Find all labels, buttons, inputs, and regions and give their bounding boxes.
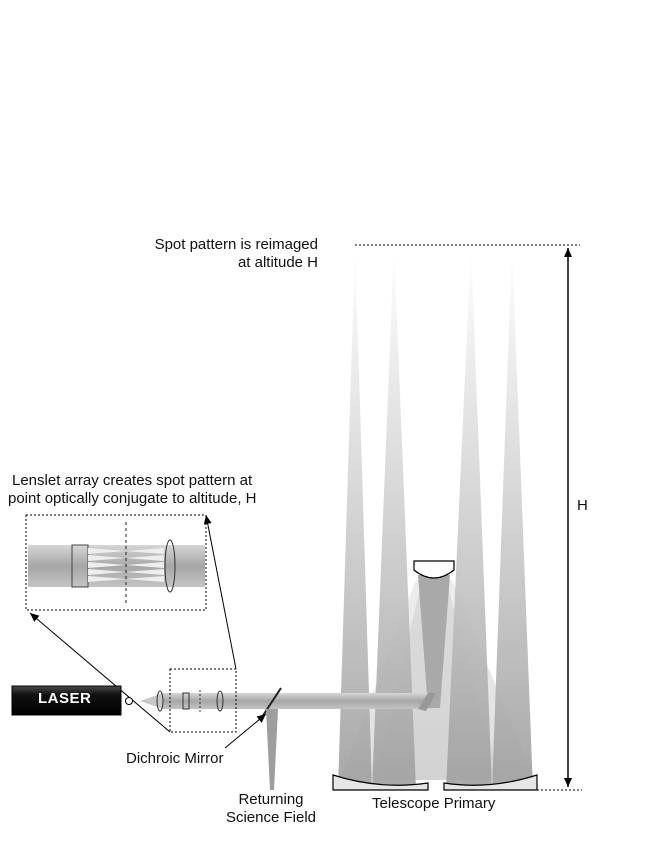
secondary-mirror xyxy=(413,560,455,708)
altitude-h-label: H xyxy=(577,497,588,514)
telescope-primary-label: Telescope Primary xyxy=(372,795,496,812)
dichroic-mirror xyxy=(261,687,282,790)
returning-line1: Returning xyxy=(238,791,304,808)
inset-leader-right xyxy=(203,514,237,670)
inset-leader-left xyxy=(29,612,171,733)
lenslet-inset xyxy=(25,514,207,611)
lenslet-line1: Lenslet array creates spot pattern at xyxy=(12,472,253,489)
sky-cones xyxy=(338,245,533,790)
spot-pattern-label: Spot pattern is reimaged at altitude H xyxy=(118,236,318,272)
telescope-primary xyxy=(332,774,538,791)
lenslet-region-box xyxy=(169,668,237,733)
spot-pattern-line1: Spot pattern is reimaged xyxy=(154,236,318,253)
returning-field-label: Returning Science Field xyxy=(214,791,328,827)
laser xyxy=(11,685,133,716)
relay-beam xyxy=(140,693,436,711)
lenslet-line2: point optically conjugate to altitude, H xyxy=(8,490,257,507)
dichroic-leader xyxy=(224,713,267,749)
relay-lenses xyxy=(156,690,224,712)
laser-label: LASER xyxy=(38,690,92,707)
returning-line2: Science Field xyxy=(225,809,317,826)
spot-pattern-line2: at altitude H xyxy=(237,254,318,271)
dichroic-label: Dichroic Mirror xyxy=(126,750,224,767)
lenslet-label: Lenslet array creates spot pattern at po… xyxy=(8,472,257,508)
